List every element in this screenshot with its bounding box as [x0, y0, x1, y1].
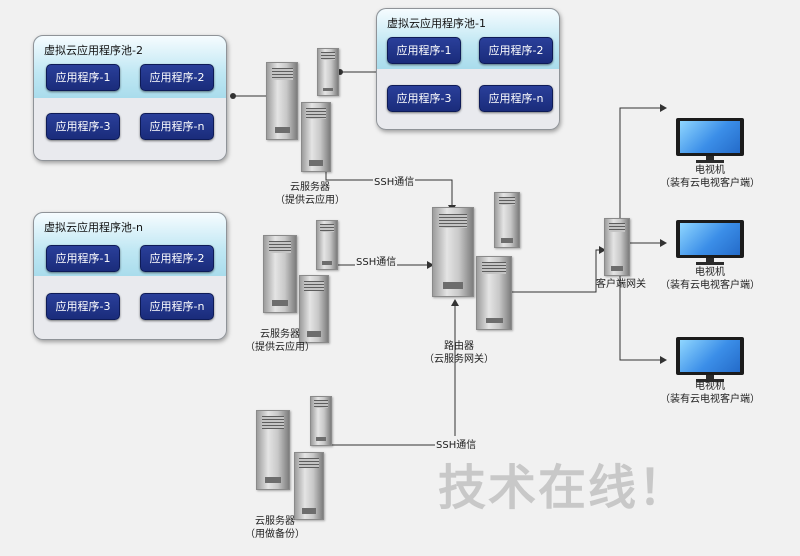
arrow-head-ssh-middle: [427, 261, 434, 269]
router-label-line1: 路由器: [444, 341, 474, 352]
tv-label-line1: 电视机: [695, 165, 725, 176]
app-box: 应用程序-3: [46, 113, 120, 140]
junction-dot-pool2: [230, 93, 236, 99]
tv-label: 电视机 （装有云电视客户端）: [655, 164, 765, 190]
tv-neck: [706, 375, 714, 379]
server-label: 云服务器 （提供云应用）: [235, 328, 325, 354]
tv-base: [696, 262, 724, 265]
server-label: 云服务器 （用做备份）: [230, 515, 320, 541]
server-tower-icon: [316, 220, 338, 270]
pool-title: 虚拟云应用程序池-1: [387, 17, 486, 30]
server-tower-icon: [317, 48, 339, 96]
server-tower-icon: [266, 62, 298, 140]
arrow-head-router-gateway: [599, 246, 606, 254]
router-label-line2: （云服务网关）: [424, 354, 494, 365]
server-label-line1: 云服务器: [290, 182, 330, 193]
ssh-label: SSH通信: [435, 436, 478, 451]
arrow-head-ssh-bottom: [451, 299, 459, 306]
tv-frame: [676, 220, 744, 258]
wire-gateway-tv1: [619, 107, 665, 236]
server-label-line2: （用做备份）: [245, 529, 305, 540]
pool-title: 虚拟云应用程序池-2: [44, 44, 143, 57]
tv-label-line2: （装有云电视客户端）: [660, 280, 760, 291]
ssh-label: SSH通信: [355, 253, 398, 268]
tv-base: [696, 379, 724, 382]
tv-label-line2: （装有云电视客户端）: [660, 178, 760, 189]
wire-ssh-bottom: [330, 302, 456, 446]
router-label: 路由器 （云服务网关）: [414, 340, 504, 366]
server-tower-icon: [263, 235, 297, 313]
server-label: 云服务器 （提供云应用）: [262, 181, 358, 207]
server-label-line1: 云服务器: [255, 516, 295, 527]
tv-screen: [680, 340, 740, 372]
tv-base: [696, 160, 724, 163]
wire-gateway-tv3: [619, 252, 665, 361]
server-tower-icon: [494, 192, 520, 248]
app-box: 应用程序-2: [479, 37, 553, 64]
app-box: 应用程序-3: [387, 85, 461, 112]
pool-2: 虚拟云应用程序池-2 应用程序-1 应用程序-2 应用程序-3 应用程序-n: [33, 35, 227, 161]
tv-screen: [680, 121, 740, 153]
client-gateway-label: 客户端网关: [596, 279, 646, 290]
pool-title: 虚拟云应用程序池-n: [44, 221, 143, 234]
pool-n: 虚拟云应用程序池-n 应用程序-1 应用程序-2 应用程序-3 应用程序-n: [33, 212, 227, 340]
tv-neck: [706, 258, 714, 262]
tv-label-line1: 电视机: [695, 267, 725, 278]
tv-frame: [676, 337, 744, 375]
tv-icon: [676, 337, 744, 383]
server-label-line2: （提供云应用）: [275, 195, 345, 206]
tv-frame: [676, 118, 744, 156]
tv-icon: [676, 220, 744, 266]
server-tower-icon: [476, 256, 512, 330]
app-box: 应用程序-1: [46, 64, 120, 91]
arrow-head-tv3: [660, 356, 667, 364]
app-box: 应用程序-1: [46, 245, 120, 272]
app-box: 应用程序-2: [140, 245, 214, 272]
server-tower-icon: [310, 396, 332, 446]
watermark-text: 技术在线！: [438, 460, 689, 516]
arrow-head-tv1: [660, 104, 667, 112]
app-box: 应用程序-1: [387, 37, 461, 64]
arrow-head-tv2: [660, 239, 667, 247]
router-tower-icon: [432, 207, 474, 297]
server-tower-icon: [256, 410, 290, 490]
server-tower-icon: [299, 275, 329, 343]
server-tower-icon: [294, 452, 324, 520]
pool-1: 虚拟云应用程序池-1 应用程序-1 应用程序-2 应用程序-3 应用程序-n: [376, 8, 560, 130]
tv-label: 电视机 （装有云电视客户端）: [655, 266, 765, 292]
tv-label: 电视机 （装有云电视客户端）: [655, 380, 765, 406]
client-gateway-icon: [604, 218, 630, 276]
app-box: 应用程序-n: [479, 85, 553, 112]
ssh-label: SSH通信: [373, 173, 416, 188]
server-label-line1: 云服务器: [260, 329, 300, 340]
app-box: 应用程序-n: [140, 113, 214, 140]
server-tower-icon: [301, 102, 331, 172]
tv-label-line2: （装有云电视客户端）: [660, 394, 760, 405]
app-box: 应用程序-n: [140, 293, 214, 320]
app-box: 应用程序-2: [140, 64, 214, 91]
tv-icon: [676, 118, 744, 164]
tv-screen: [680, 223, 740, 255]
server-label-line2: （提供云应用）: [245, 342, 315, 353]
tv-neck: [706, 156, 714, 160]
app-box: 应用程序-3: [46, 293, 120, 320]
tv-label-line1: 电视机: [695, 381, 725, 392]
